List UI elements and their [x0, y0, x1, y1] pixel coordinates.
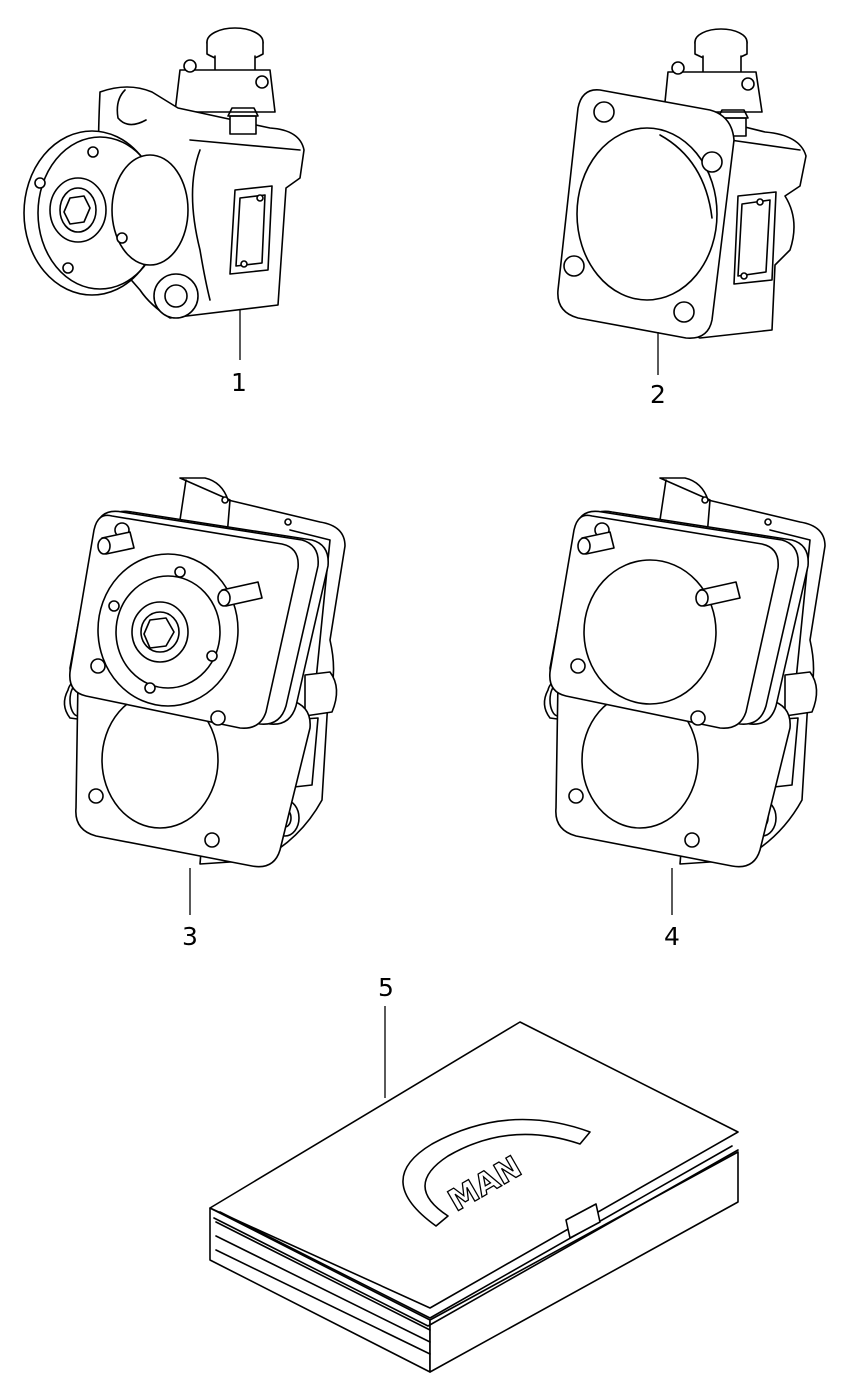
- callout-1: 1: [231, 368, 247, 397]
- callout-5: 5: [378, 973, 394, 1002]
- callout-2: 2: [650, 380, 666, 409]
- part-2-pump[interactable]: [557, 28, 807, 375]
- part-5-binder[interactable]: MAN: [209, 1006, 739, 1373]
- part-1-pump[interactable]: [23, 27, 305, 360]
- callout-3: 3: [182, 922, 198, 951]
- part-4-tandem-pump[interactable]: [543, 477, 826, 915]
- part-3-tandem-pump[interactable]: [63, 477, 346, 915]
- callout-4: 4: [664, 922, 680, 951]
